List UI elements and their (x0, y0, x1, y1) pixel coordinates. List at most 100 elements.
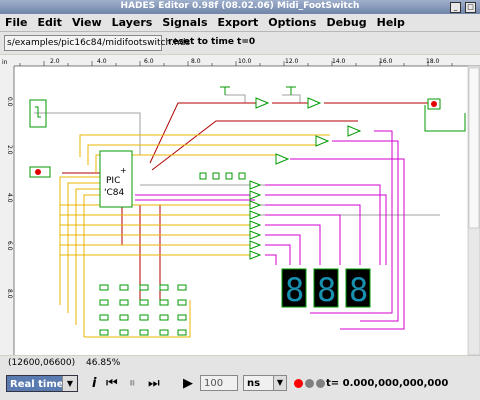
clock-icon (35, 106, 41, 118)
keypad-button[interactable] (159, 299, 169, 306)
simulation-time: t= 0.000,000,000,000 (326, 378, 449, 389)
scrollbar-thumb[interactable] (468, 67, 480, 229)
buffer-gate[interactable] (249, 220, 262, 230)
window-title: HADES Editor 0.98f (08.02.06) Midi_FootS… (120, 1, 360, 11)
wire (34, 112, 141, 155)
buffer-gate[interactable] (249, 250, 262, 260)
menu-edit[interactable]: Edit (37, 16, 62, 29)
keypad-button[interactable] (119, 314, 129, 321)
wire (265, 204, 361, 265)
wire (265, 254, 277, 265)
keypad-button[interactable] (139, 299, 149, 306)
top-tick: 10.0 (238, 58, 252, 65)
menu-file[interactable]: File (5, 16, 28, 29)
output-led-lamp (431, 101, 437, 107)
seven-seg-display[interactable] (313, 268, 339, 308)
keypad-button[interactable] (177, 314, 187, 321)
top-tick: 8.0 (191, 58, 201, 65)
seven-seg-digit: 8 (317, 271, 336, 309)
cursor-coords: (12600,06600) (8, 358, 76, 368)
wire (265, 194, 387, 265)
keypad-button[interactable] (99, 299, 109, 306)
keypad-button[interactable] (119, 284, 129, 291)
wire (265, 184, 381, 265)
left-ruler (0, 55, 14, 355)
schematic-canvas[interactable]: in 2.0 4.0 6.0 8.0 10.0 12.0 14.0 16.0 1… (0, 55, 480, 356)
keypad-matrix (99, 284, 187, 336)
inverter-gate[interactable] (307, 97, 322, 109)
wire (59, 176, 100, 305)
time-unit-select[interactable]: ns ▼ (243, 375, 287, 391)
keypad-button[interactable] (119, 299, 129, 306)
design-path-field[interactable]: s/examples/pic16c84/midifootswitch.hds (4, 35, 190, 51)
inverter-gate[interactable] (255, 97, 270, 109)
top-tick: 18.0 (426, 58, 440, 65)
play-icon[interactable]: ▶ (183, 376, 193, 391)
menu-help[interactable]: Help (376, 16, 405, 29)
info-icon[interactable]: i (92, 376, 97, 391)
rewind-icon[interactable]: ⏮ (106, 376, 118, 391)
left-tick: 0.0 (6, 97, 13, 107)
buffer-gate[interactable] (249, 210, 262, 220)
pause-icon[interactable]: ⏸ (129, 376, 136, 391)
buffer-gate[interactable] (249, 190, 262, 200)
pull-resistor (225, 172, 233, 180)
wire (67, 182, 100, 313)
fast-forward-icon[interactable]: ⏭ (148, 376, 160, 391)
time-step-input[interactable]: 100 (200, 375, 238, 391)
top-tick: 16.0 (379, 58, 393, 65)
seven-seg-display[interactable] (345, 268, 371, 308)
wire (149, 102, 256, 164)
path-bar: s/examples/pic16c84/midifootswitch.hds r… (0, 32, 480, 54)
seven-seg-display[interactable] (281, 268, 307, 308)
keypad-button[interactable] (139, 284, 149, 291)
keypad-button[interactable] (177, 299, 187, 306)
menu-signals[interactable]: Signals (162, 16, 208, 29)
chevron-down-icon[interactable]: ▼ (273, 376, 286, 390)
keypad-button[interactable] (99, 314, 109, 321)
wire (87, 144, 318, 165)
pic-chip[interactable] (99, 150, 133, 208)
wire (265, 214, 341, 265)
keypad-button[interactable] (99, 329, 109, 336)
wire (265, 244, 291, 265)
keypad-button[interactable] (119, 329, 129, 336)
wire (84, 300, 191, 338)
top-ruler-ticks: 2.0 4.0 6.0 8.0 10.0 12.0 14.0 16.0 18.0 (50, 58, 440, 65)
menu-export[interactable]: Export (217, 16, 259, 29)
seven-seg-digit: 8 (285, 271, 304, 309)
inverter-gate[interactable] (275, 153, 290, 165)
keypad-button[interactable] (159, 314, 169, 321)
buffer-gate[interactable] (249, 180, 262, 190)
wire (310, 130, 393, 314)
simulation-mode-select[interactable]: Real time ▼ (6, 375, 78, 392)
chip-label-model: 'C84 (104, 188, 124, 198)
menu-options[interactable]: Options (268, 16, 317, 29)
keypad-button[interactable] (177, 284, 187, 291)
keypad-button[interactable] (159, 329, 169, 336)
wire (282, 94, 301, 103)
buffer-gate[interactable] (249, 230, 262, 240)
keypad-button[interactable] (139, 329, 149, 336)
inverter-gate[interactable] (315, 135, 330, 147)
buffer-gate[interactable] (249, 240, 262, 250)
wire (79, 134, 330, 157)
menu-view[interactable]: View (71, 16, 102, 29)
keypad-button[interactable] (177, 329, 187, 336)
menu-debug[interactable]: Debug (326, 16, 367, 29)
buffer-gate[interactable] (249, 200, 262, 210)
wire (265, 224, 321, 265)
time-unit-value: ns (247, 378, 261, 389)
keypad-button[interactable] (159, 284, 169, 291)
ruler-unit: in (2, 59, 8, 66)
maximize-button[interactable]: □ (465, 2, 476, 13)
keypad-button[interactable] (139, 314, 149, 321)
menu-layers[interactable]: Layers (111, 16, 153, 29)
minimize-button[interactable]: _ (450, 2, 461, 13)
inverter-gate[interactable] (347, 125, 362, 137)
clock-generator (29, 99, 47, 128)
keypad-button[interactable] (99, 284, 109, 291)
chevron-down-icon[interactable]: ▼ (62, 376, 77, 391)
reset-time-label[interactable]: reset to time t=0 (168, 37, 256, 47)
switch-led (35, 169, 41, 175)
